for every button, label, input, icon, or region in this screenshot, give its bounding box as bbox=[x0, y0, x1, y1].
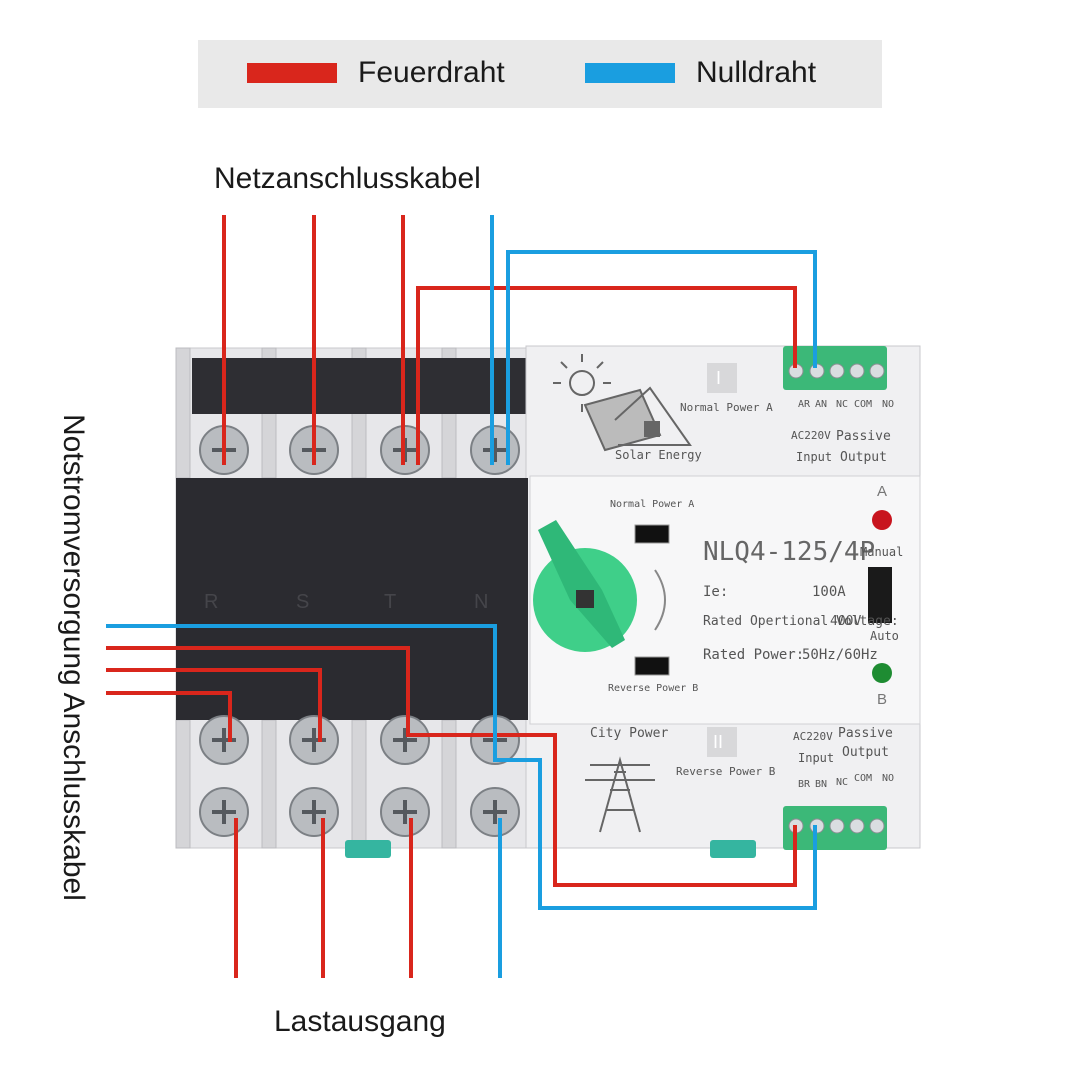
module-bottom-input-label: Input bbox=[798, 751, 835, 765]
module-top-terminal-no: NO bbox=[882, 399, 895, 410]
rotary-handle[interactable] bbox=[533, 520, 637, 652]
power-label: Rated Power: bbox=[703, 647, 805, 663]
module-bottom-icon-label: City Power bbox=[590, 726, 669, 741]
voltage-label: Rated Opertional Voltage: bbox=[703, 614, 899, 629]
module-top-icon-label: Solar Energy bbox=[615, 448, 702, 462]
solar-icon bbox=[553, 354, 692, 452]
module-bottom-terminal-nc: NC bbox=[836, 777, 849, 788]
module-top-roman: I bbox=[716, 368, 722, 388]
auto-label: Auto bbox=[870, 629, 899, 643]
pole-letter-t: T bbox=[384, 591, 397, 613]
legend-swatch-neutral-wire bbox=[585, 63, 675, 83]
pole-letter-r: R bbox=[204, 591, 219, 613]
module-bottom-terminal-com: COM bbox=[854, 773, 873, 784]
indicator-b-label: B bbox=[877, 691, 888, 708]
module-bottom-output: Output bbox=[842, 745, 889, 760]
module-top-terminal-an: AN bbox=[815, 399, 828, 410]
current-value: 100A bbox=[812, 584, 846, 600]
manual-label: Manual bbox=[860, 545, 904, 559]
legend-swatch-fire-wire bbox=[247, 63, 337, 83]
city-power-icon bbox=[585, 756, 655, 833]
screw-slot-icon bbox=[483, 800, 507, 824]
normal-power-a-label: Normal Power A bbox=[610, 499, 695, 510]
power-value: 50Hz/60Hz bbox=[802, 647, 878, 663]
current-label: Ie: bbox=[703, 584, 729, 600]
window-reverse-power-b bbox=[634, 656, 670, 676]
voltage-value: 400V bbox=[830, 614, 862, 629]
module-bottom-terminal-br: BR bbox=[798, 779, 811, 790]
module-top-source: Normal Power A bbox=[680, 401, 773, 414]
module-top-input-label: Input bbox=[796, 450, 833, 464]
led-b-icon bbox=[872, 663, 892, 683]
manual-auto-switch[interactable] bbox=[868, 567, 892, 623]
screw-slot-icon bbox=[393, 800, 417, 824]
legend-label-neutral-wire: Nulldraht bbox=[696, 56, 817, 89]
module-bottom-roman: II bbox=[713, 732, 724, 752]
black-cover bbox=[176, 478, 528, 720]
pole-letter-n: N bbox=[474, 591, 489, 613]
module-top-input-voltage: AC220V bbox=[791, 429, 831, 442]
module-top-terminal-com: COM bbox=[854, 399, 873, 410]
fire-wires bbox=[106, 215, 797, 978]
module-bottom-input-voltage: AC220V bbox=[793, 730, 833, 743]
module-bottom-source: Reverse Power B bbox=[676, 765, 776, 778]
rotation-arrow-icon bbox=[654, 569, 666, 631]
pole-letter-s: S bbox=[296, 591, 310, 613]
screw-slot-icon bbox=[483, 438, 507, 462]
reverse-power-b-label: Reverse Power B bbox=[608, 683, 699, 694]
module-bottom-terminal-no: NO bbox=[882, 773, 895, 784]
module-bottom-passive: Passive bbox=[838, 726, 893, 741]
window-normal-power-a bbox=[634, 524, 670, 544]
neutral-wires bbox=[106, 215, 817, 978]
module-bottom-terminal-bn: BN bbox=[815, 779, 828, 790]
screw-slot-icon bbox=[212, 800, 236, 824]
module-top-terminal-ar: AR bbox=[798, 399, 811, 410]
module-top-passive: Passive bbox=[836, 429, 891, 444]
mains-cable-label: Netzanschlusskabel bbox=[214, 162, 481, 195]
indicator-a-label: A bbox=[877, 483, 888, 500]
led-a-icon bbox=[872, 510, 892, 530]
legend-label-fire-wire: Feuerdraht bbox=[358, 56, 505, 89]
roman-badge-top bbox=[707, 363, 737, 393]
module-top-output: Output bbox=[840, 450, 887, 465]
model-label: NLQ4-125/4P bbox=[703, 537, 876, 567]
screw-slot-icon bbox=[393, 728, 417, 752]
load-output-label: Lastausgang bbox=[274, 1005, 446, 1038]
screw-slot-icon bbox=[302, 800, 326, 824]
module-top-terminal-nc: NC bbox=[836, 399, 849, 410]
roman-badge-bottom bbox=[707, 727, 737, 757]
